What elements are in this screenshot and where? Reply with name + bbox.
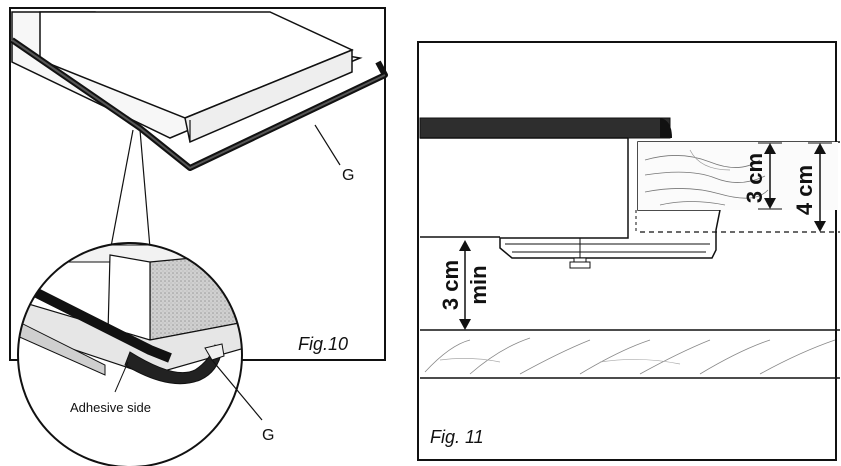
leader-g-bottom bbox=[211, 359, 263, 421]
label-3cm: 3 cm bbox=[742, 153, 767, 203]
dimension-3cm: 3 cm bbox=[742, 142, 782, 210]
label-3cm-min-value: 3 cm bbox=[438, 260, 463, 310]
dimension-4cm: 4 cm bbox=[792, 142, 832, 232]
label-adhesive-side: Adhesive side bbox=[70, 400, 151, 415]
label-g-top: G bbox=[342, 167, 354, 184]
magnifier-detail bbox=[18, 243, 242, 466]
leader-adhesive bbox=[114, 361, 129, 393]
label-4cm: 4 cm bbox=[792, 165, 817, 215]
magnifier-line-left bbox=[109, 129, 134, 253]
lower-shelf bbox=[420, 329, 840, 379]
dimension-3cm-min: 3 cm min bbox=[438, 240, 491, 330]
gasket-seal-highlight bbox=[11, 39, 386, 170]
leader-g-top bbox=[314, 124, 341, 166]
magnifier-circle bbox=[17, 242, 243, 466]
label-3cm-min-suffix: min bbox=[466, 265, 491, 304]
figure-10: G Adhesive side G Fig.1 bbox=[9, 7, 388, 466]
hob-glass-top bbox=[39, 11, 354, 119]
fig11-frame bbox=[417, 41, 837, 461]
gasket-strip bbox=[18, 277, 172, 363]
fig11-caption: Fig. 11 bbox=[430, 427, 484, 447]
label-g-bottom: G bbox=[262, 427, 274, 444]
magnifier-line-right bbox=[139, 129, 151, 249]
worktop-surface bbox=[419, 117, 671, 139]
hob-front-face bbox=[184, 48, 353, 144]
wood-block bbox=[638, 142, 838, 210]
figure-11: 3 cm 4 cm 3 cm min bbox=[417, 41, 840, 461]
fig10-caption: Fig.10 bbox=[298, 334, 348, 354]
